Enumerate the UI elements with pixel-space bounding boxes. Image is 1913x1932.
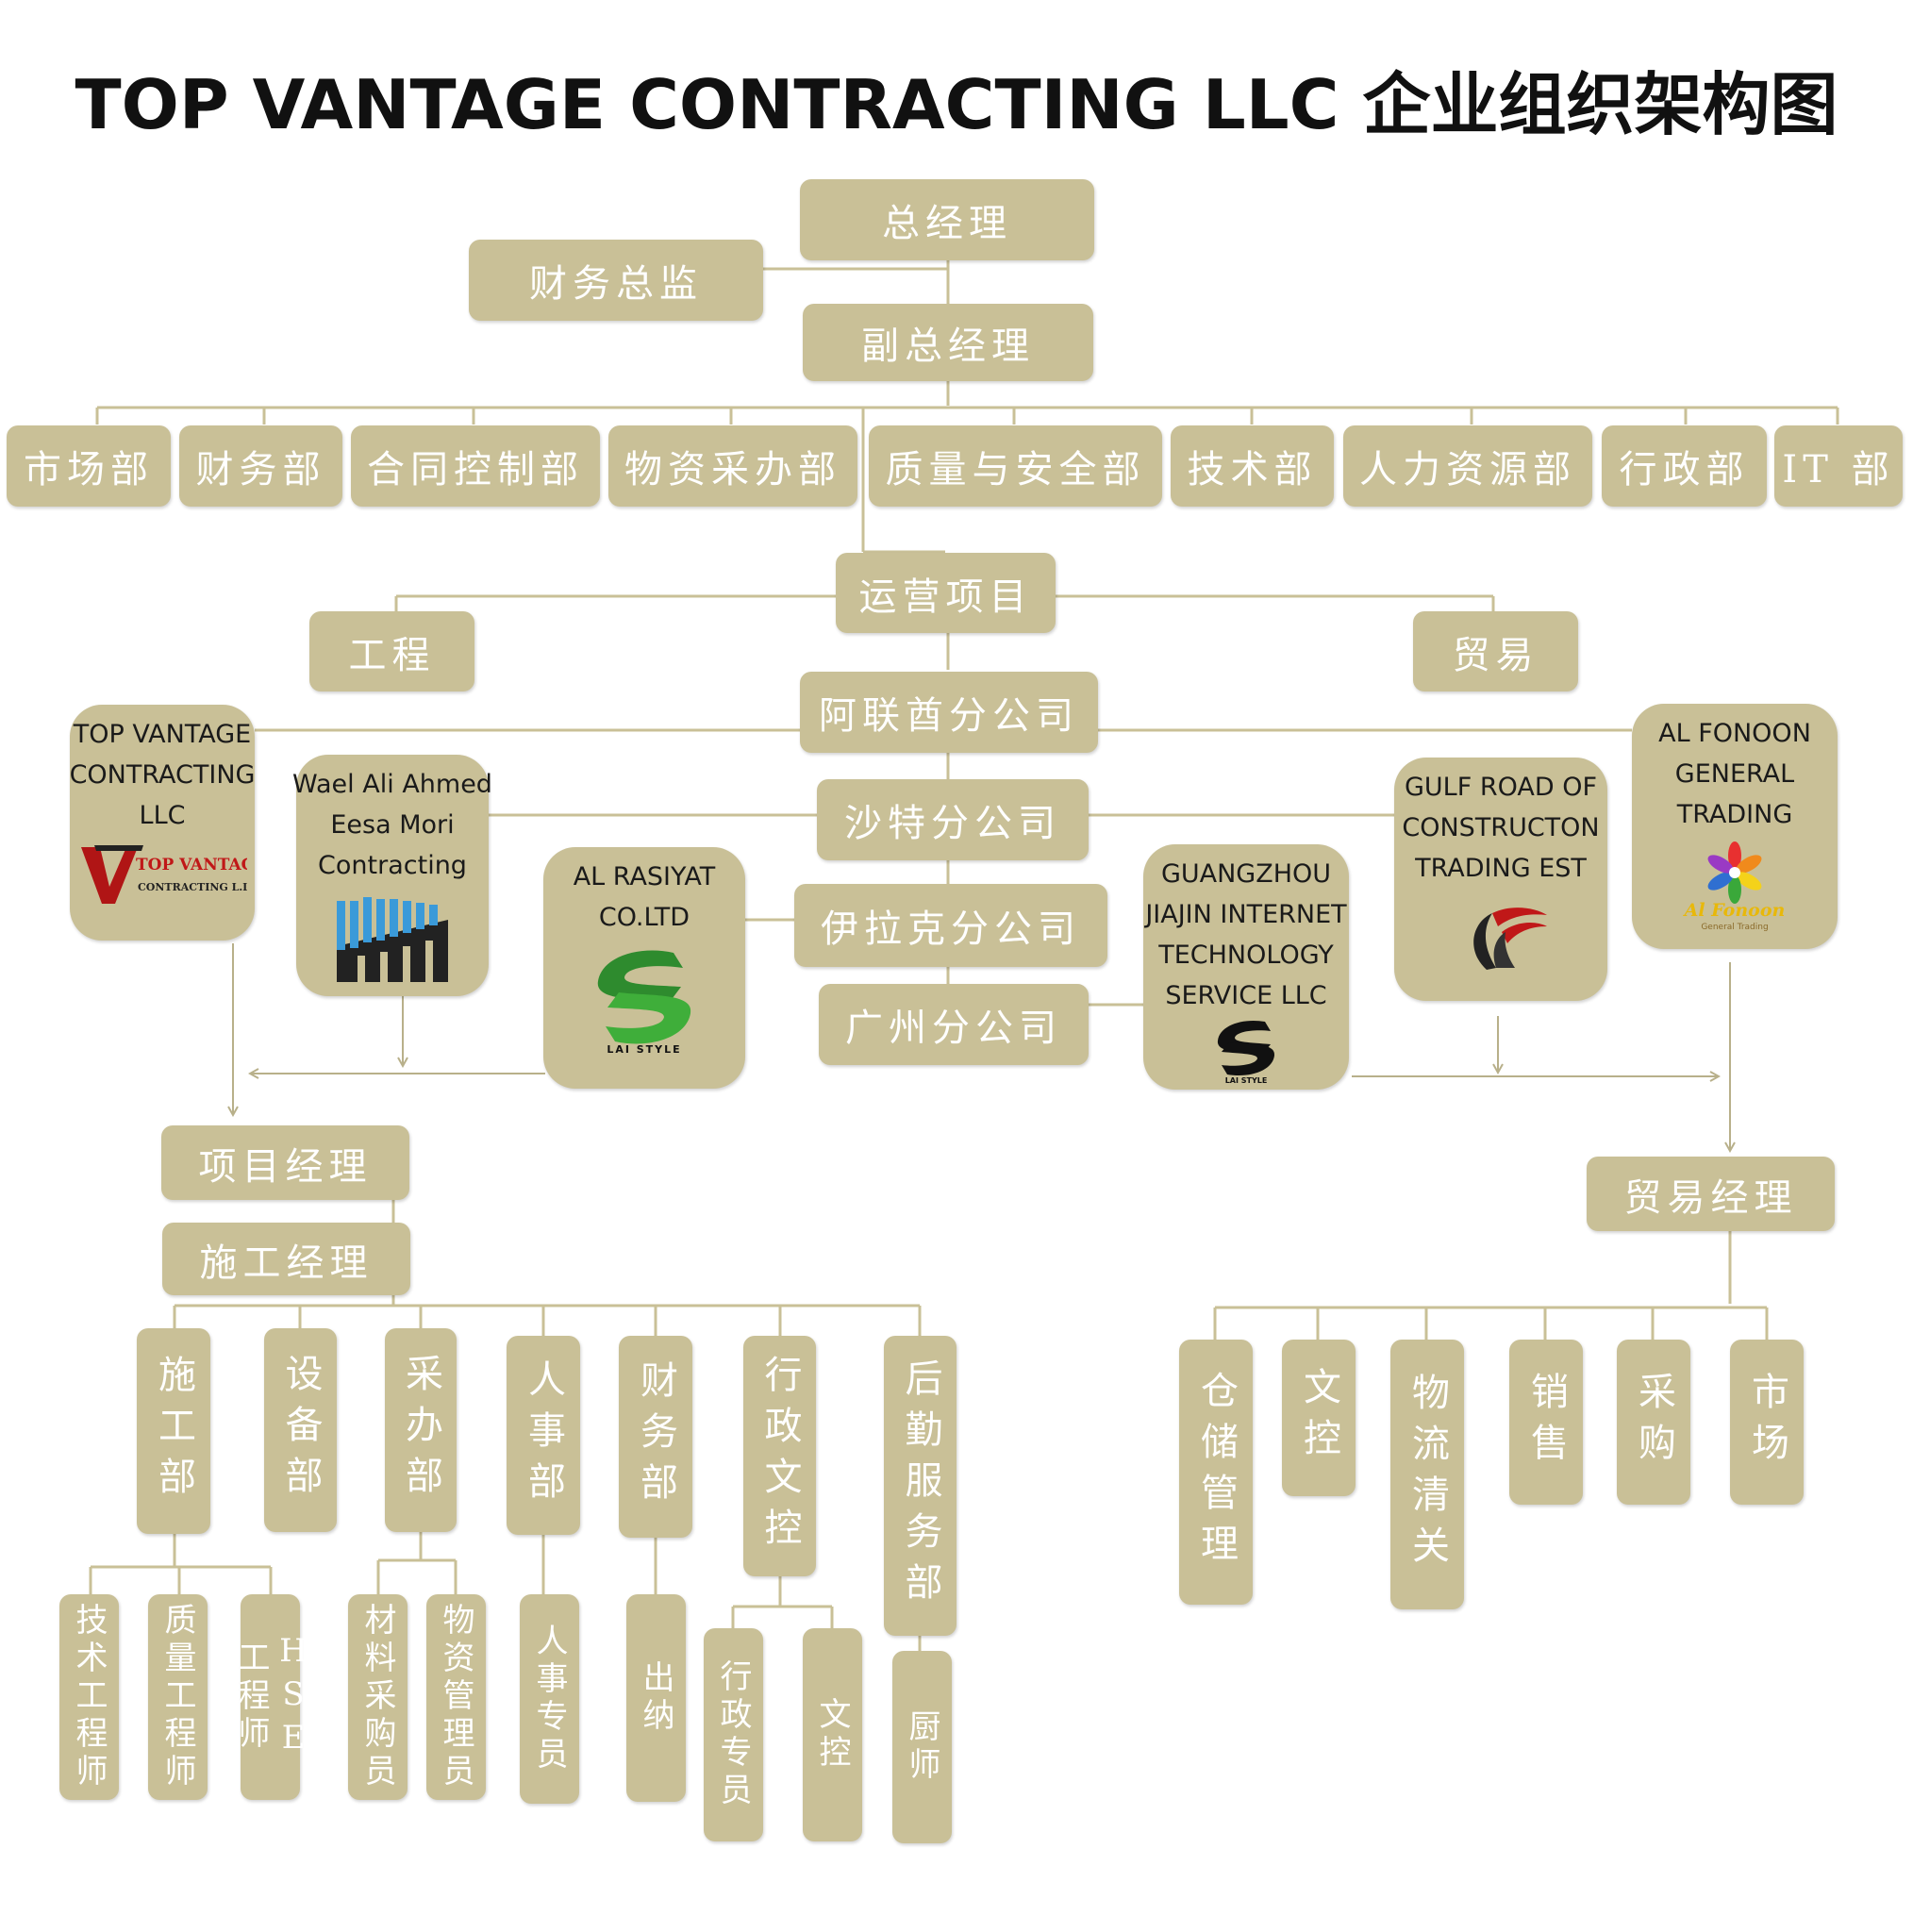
role-materials-admin: 物资管理员 [426, 1594, 486, 1800]
company-name-line: GUANGZHOU [1160, 859, 1332, 889]
project-manager-box: 项目经理 [161, 1125, 409, 1200]
role-hse-engineer: HSE 工程师 [232, 1594, 312, 1800]
company-name-line: TOP VANTAGE [73, 720, 252, 749]
dept-contract-control: 合同控制部 [351, 425, 600, 507]
company-wael: Wael Ali Ahmed Eesa Mori Contracting [292, 755, 492, 996]
company-al-rasiyat: AL RASIYAT CO.LTD LAI STYLE [543, 847, 745, 1089]
dept-it: IT 部 [1774, 425, 1903, 507]
chart-title: TOP VANTAGE CONTRACTING LLC 企业组织架构图 [75, 65, 1838, 144]
dept-quality-safety: 质量与安全部 [869, 425, 1162, 507]
branch-guangzhou: 广州分公司 [819, 984, 1089, 1065]
company-name-line: TRADING [1676, 800, 1793, 829]
company-top-vantage: TOP VANTAGE CONTRACTING LLC TOP VANTAGE … [70, 705, 255, 941]
company-name-line: JIAJIN INTERNET [1145, 900, 1347, 929]
role-doc-control: 文控 [803, 1628, 862, 1841]
company-name-line: CONTRACTING [69, 760, 256, 790]
company-name-line: Wael Ali Ahmed [292, 770, 492, 799]
dept-technical: 技术部 [1171, 425, 1334, 507]
company-name-line: TECHNOLOGY [1158, 941, 1334, 970]
al-fonoon-logo: Al Fonoon General Trading [1683, 841, 1786, 932]
trade-dept-logistics: 物流清关 [1390, 1340, 1464, 1609]
role-hr-specialist: 人事专员 [520, 1594, 579, 1804]
trade-dept-market: 市场 [1730, 1340, 1804, 1505]
role-tech-engineer: 技术工程师 [59, 1594, 119, 1800]
role-admin-specialist: 行政专员 [704, 1628, 763, 1841]
logo-text: CONTRACTING L.L.C [138, 881, 247, 893]
logo-text: LAI STYLE [607, 1043, 681, 1056]
cfo-box: 财务总监 [469, 240, 763, 321]
company-name-line: LLC [139, 801, 186, 830]
company-al-fonoon: AL FONOON GENERAL TRADING Al Fonoon Gene… [1632, 704, 1838, 949]
proj-dept-admin-doc: 行政文控 [743, 1336, 816, 1576]
company-name-line: Contracting [318, 851, 467, 880]
top-vantage-logo: TOP VANTAGE CONTRACTING L.L.C [81, 845, 247, 904]
branch-saudi: 沙特分公司 [817, 779, 1089, 860]
company-name-line: GULF ROAD OF [1404, 773, 1597, 802]
company-name-line: CONSTRUCTON [1402, 813, 1600, 842]
construction-manager-box: 施工经理 [162, 1223, 410, 1295]
company-name-line: GENERAL [1674, 759, 1795, 789]
trade-box: 贸易 [1413, 611, 1578, 691]
branch-uae: 阿联酋分公司 [800, 672, 1098, 753]
trade-dept-warehouse: 仓储管理 [1179, 1340, 1253, 1605]
logo-text: TOP VANTAGE [136, 856, 247, 874]
dept-hr: 人力资源部 [1343, 425, 1592, 507]
company-name-line: TRADING EST [1415, 854, 1587, 883]
deputy-gm-box: 副总经理 [803, 304, 1093, 381]
proj-dept-equipment: 设备部 [264, 1328, 337, 1532]
dept-finance: 财务部 [179, 425, 342, 507]
proj-dept-logistics: 后勤服务部 [884, 1336, 956, 1636]
dept-market: 市场部 [7, 425, 171, 507]
company-guangzhou-jiajin: GUANGZHOU JIAJIN INTERNET TECHNOLOGY SER… [1143, 844, 1349, 1090]
company-name-line: SERVICE LLC [1165, 981, 1327, 1010]
role-quality-engineer: 质量工程师 [148, 1594, 208, 1800]
dept-procurement: 物资采办部 [608, 425, 857, 507]
trade-manager-box: 贸易经理 [1587, 1157, 1835, 1231]
company-name-line: AL FONOON [1658, 719, 1811, 748]
company-name-line: CO.LTD [598, 903, 690, 932]
role-cashier: 出纳 [626, 1594, 686, 1802]
company-gulf-road: GULF ROAD OF CONSTRUCTON TRADING EST [1394, 758, 1607, 1001]
proj-dept-finance: 财务部 [619, 1336, 692, 1538]
lai-style-logo: LAI STYLE [597, 950, 691, 1056]
engineering-box: 工程 [309, 611, 474, 691]
role-material-buyer: 材料采购员 [348, 1594, 408, 1800]
branch-iraq: 伊拉克分公司 [794, 884, 1107, 967]
trade-dept-sales: 销售 [1509, 1340, 1583, 1505]
trade-dept-doc-control: 文控 [1282, 1340, 1356, 1496]
logo-text: LAI STYLE [1225, 1076, 1268, 1084]
logo-text: General Trading [1701, 923, 1768, 932]
building-logo [337, 897, 448, 982]
proj-dept-procurement: 采办部 [385, 1328, 457, 1532]
company-name-line: Eesa Mori [330, 810, 455, 840]
general-manager-box: 总经理 [800, 179, 1094, 260]
dept-admin: 行政部 [1602, 425, 1767, 507]
gulf-road-logo [1473, 908, 1547, 970]
company-name-line: AL RASIYAT [573, 862, 716, 891]
lai-style-logo-small: LAI STYLE [1217, 1020, 1275, 1084]
operations-box: 运营项目 [836, 553, 1056, 633]
trade-dept-purchasing: 采购 [1617, 1340, 1690, 1505]
logo-text: Al Fonoon [1683, 900, 1786, 921]
proj-dept-construction: 施工部 [137, 1328, 210, 1534]
proj-dept-hr: 人事部 [507, 1336, 580, 1535]
role-chef: 厨师 [892, 1651, 952, 1843]
